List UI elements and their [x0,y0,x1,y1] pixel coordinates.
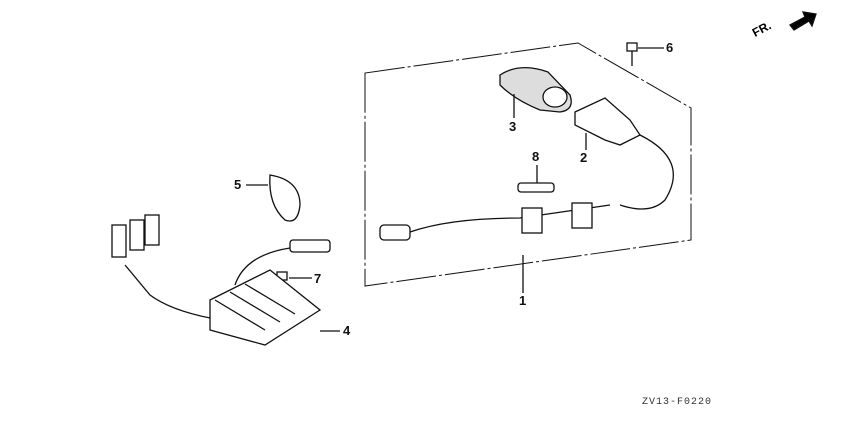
front-arrow-icon [789,11,817,31]
callout-7: 7 [314,271,322,286]
callout-8: 8 [532,149,540,164]
diagram-code: ZV13-F0220 [642,397,713,408]
callout-4: 4 [343,323,351,338]
cable-band-drawing [246,174,301,222]
fuse-cover-drawing [574,97,674,210]
harness-drawing [379,202,611,293]
fuse-drawing [517,165,555,193]
callout-6: 6 [666,40,674,55]
regulator-drawing [111,214,340,346]
connector-cover-drawing [499,67,572,118]
callout-3: 3 [509,119,517,134]
callout-1: 1 [519,293,527,308]
callout-2: 2 [580,150,588,165]
assembly-frame [364,42,692,287]
callout-5: 5 [234,177,242,192]
bolt-6-drawing [626,42,664,66]
